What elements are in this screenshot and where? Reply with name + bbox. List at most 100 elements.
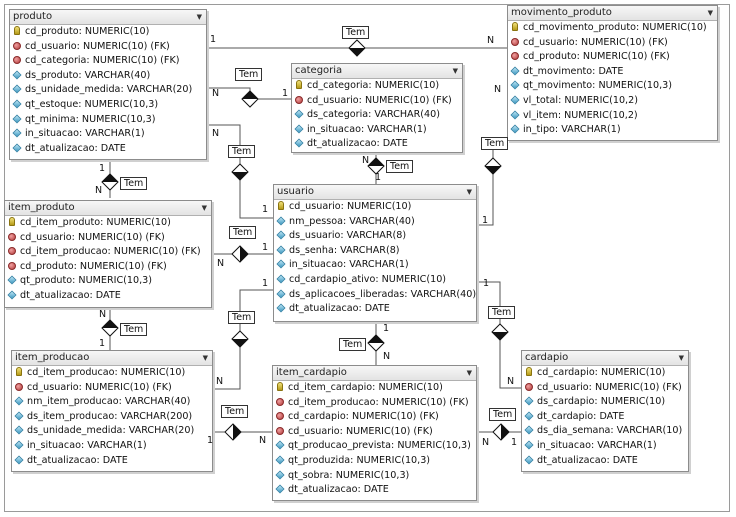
entity-field[interactable]: cd_usuario: NUMERIC(10) (FK) (5, 231, 211, 246)
entity-field[interactable]: cd_item_cardapio: NUMERIC(10) (273, 381, 476, 396)
entity-field[interactable]: ds_senha: VARCHAR(8) (274, 244, 476, 259)
foreign-key-icon (276, 412, 284, 421)
entity-title[interactable]: produto▼ (10, 10, 206, 25)
entity-field[interactable]: cd_usuario: NUMERIC(10) (FK) (522, 381, 688, 396)
card-usuario-itemcardapio-n: N (383, 351, 391, 362)
dropdown-arrow-icon[interactable]: ▼ (707, 9, 713, 17)
entity-field[interactable]: cd_item_producao: NUMERIC(10) (FK) (273, 396, 476, 411)
entity-field-text: cd_cardapio: NUMERIC(10) (FK) (288, 411, 439, 423)
entity-cardapio[interactable]: cardapio▼cd_cardapio: NUMERIC(10)cd_usua… (521, 350, 689, 472)
entity-field[interactable]: cd_produto: NUMERIC(10) (FK) (5, 260, 211, 275)
entity-item-cardapio[interactable]: item_cardapio▼cd_item_cardapio: NUMERIC(… (272, 365, 477, 501)
entity-field-text: cd_produto: NUMERIC(10) (25, 26, 150, 37)
entity-field[interactable]: cd_usuario: NUMERIC(10) (FK) (508, 36, 717, 51)
entity-title[interactable]: item_cardapio▼ (273, 366, 476, 381)
entity-field-text: ds_cardapio: NUMERIC(10) (537, 396, 666, 408)
dropdown-arrow-icon[interactable]: ▼ (196, 13, 202, 21)
entity-field[interactable]: dt_atualizacao: DATE (292, 137, 462, 152)
entity-field[interactable]: cd_usuario: NUMERIC(10) (FK) (12, 381, 212, 396)
entity-title[interactable]: categoria▼ (292, 64, 462, 79)
attribute-icon (276, 303, 286, 313)
rel-label-usuario-itemproduto: Tem (229, 226, 257, 239)
entity-field[interactable]: ds_item_producao: VARCHAR(200) (12, 410, 212, 425)
entity-title-text: usuario (277, 186, 315, 197)
entity-field[interactable]: nm_pessoa: VARCHAR(40) (274, 215, 476, 230)
entity-field[interactable]: qt_minima: NUMERIC(10,3) (10, 113, 206, 128)
entity-field[interactable]: qt_estoque: NUMERIC(10,3) (10, 98, 206, 113)
entity-field[interactable]: vl_total: NUMERIC(10,2) (508, 94, 717, 109)
entity-field[interactable]: cd_item_producao: NUMERIC(10) (12, 366, 212, 381)
entity-field[interactable]: ds_unidade_medida: VARCHAR(20) (12, 424, 212, 439)
entity-field[interactable]: cd_usuario: NUMERIC(10) (274, 200, 476, 215)
entity-field[interactable]: qt_produto: NUMERIC(10,3) (5, 274, 211, 289)
entity-field[interactable]: dt_cardapio: DATE (522, 410, 688, 425)
entity-field-text: cd_usuario: NUMERIC(10) (FK) (307, 94, 452, 106)
entity-field[interactable]: ds_usuario: VARCHAR(8) (274, 229, 476, 244)
entity-field[interactable]: in_situacao: VARCHAR(1) (274, 258, 476, 273)
attribute-icon (12, 143, 22, 153)
entity-field[interactable]: in_situacao: VARCHAR(1) (522, 439, 688, 454)
entity-field[interactable]: vl_item: NUMERIC(10,2) (508, 109, 717, 124)
dropdown-arrow-icon[interactable]: ▼ (202, 354, 208, 362)
entity-field[interactable]: cd_item_produto: NUMERIC(10) (5, 216, 211, 231)
entity-field[interactable]: qt_produzida: NUMERIC(10,3) (273, 454, 476, 469)
entity-field[interactable]: ds_cardapio: NUMERIC(10) (522, 395, 688, 410)
entity-field[interactable]: cd_usuario: NUMERIC(10) (FK) (10, 40, 206, 55)
entity-field[interactable]: ds_unidade_medida: VARCHAR(20) (10, 83, 206, 98)
entity-field[interactable]: qt_movimento: NUMERIC(10,3) (508, 79, 717, 94)
dropdown-arrow-icon[interactable]: ▼ (466, 369, 472, 377)
entity-field[interactable]: dt_atualizacao: DATE (12, 454, 212, 469)
entity-field[interactable]: cd_produto: NUMERIC(10) (FK) (508, 50, 717, 65)
entity-field[interactable]: cd_usuario: NUMERIC(10) (FK) (292, 94, 462, 109)
dropdown-arrow-icon[interactable]: ▼ (678, 354, 684, 362)
entity-field[interactable]: qt_producao_prevista: NUMERIC(10,3) (273, 439, 476, 454)
rel-label-usuario-movimento: Tem (481, 137, 509, 150)
entity-field[interactable]: in_situacao: VARCHAR(1) (10, 127, 206, 142)
entity-field[interactable]: cd_categoria: NUMERIC(10) (292, 79, 462, 94)
entity-item-produto[interactable]: item_produto▼cd_item_produto: NUMERIC(10… (4, 200, 212, 308)
entity-item-producao[interactable]: item_producao▼cd_item_producao: NUMERIC(… (11, 350, 213, 472)
entity-field[interactable]: ds_categoria: VARCHAR(40) (292, 108, 462, 123)
card-produto-movimento-n: N (487, 35, 495, 46)
entity-field[interactable]: nm_item_producao: VARCHAR(40) (12, 395, 212, 410)
entity-field[interactable]: cd_cardapio: NUMERIC(10) (522, 366, 688, 381)
entity-title[interactable]: usuario ▼ (274, 185, 476, 200)
entity-title[interactable]: item_produto▼ (5, 201, 211, 216)
entity-movimento-produto[interactable]: movimento_produto▼cd_movimento_produto: … (507, 5, 718, 141)
entity-usuario[interactable]: usuario ▼ cd_usuario: NUMERIC(10)nm_pessoa… (273, 184, 477, 322)
entity-field[interactable]: cd_item_producao: NUMERIC(10) (FK) (5, 245, 211, 260)
entity-field[interactable]: cd_cardapio_ativo: NUMERIC(10) (274, 273, 476, 288)
entity-field[interactable]: ds_aplicacoes_liberadas: VARCHAR(40) (274, 288, 476, 303)
primary-key-icon (14, 26, 20, 35)
entity-title[interactable]: movimento_produto▼ (508, 6, 717, 21)
entity-field[interactable]: cd_produto: NUMERIC(10) (10, 25, 206, 40)
entity-produto[interactable]: produto▼cd_produto: NUMERIC(10) cd_usuari… (9, 9, 207, 160)
entity-field[interactable]: dt_atualizacao: DATE (522, 454, 688, 469)
entity-field[interactable]: cd_cardapio: NUMERIC(10) (FK) (273, 410, 476, 425)
entity-field[interactable]: cd_categoria: NUMERIC(10) (FK) (10, 54, 206, 69)
entity-title[interactable]: cardapio▼ (522, 351, 688, 366)
entity-field[interactable]: dt_atualizacao: DATE (274, 302, 476, 317)
dropdown-arrow-icon[interactable]: ▼ (466, 188, 472, 196)
entity-field[interactable]: cd_movimento_produto: NUMERIC(10) (508, 21, 717, 36)
entity-field[interactable]: in_tipo: VARCHAR(1) (508, 123, 717, 138)
dropdown-arrow-icon[interactable]: ▼ (452, 67, 458, 75)
rel-label-usuario-categoria: Tem (386, 160, 414, 173)
entity-categoria[interactable]: categoria▼cd_categoria: NUMERIC(10)cd_us… (291, 63, 463, 153)
entity-title[interactable]: item_producao▼ (12, 351, 212, 366)
dropdown-arrow-icon[interactable]: ▼ (201, 204, 207, 212)
attribute-icon (524, 440, 534, 450)
entity-field[interactable]: qt_sobra: NUMERIC(10,3) (273, 469, 476, 484)
entity-field[interactable]: dt_atualizacao: DATE (10, 142, 206, 157)
entity-field[interactable]: ds_produto: VARCHAR(40) (10, 69, 206, 84)
entity-field[interactable]: dt_movimento: DATE (508, 65, 717, 80)
entity-field[interactable]: in_situacao: VARCHAR(1) (12, 439, 212, 454)
entity-field[interactable]: dt_atualizacao: DATE (5, 289, 211, 304)
entity-field[interactable]: ds_dia_semana: VARCHAR(10) (522, 424, 688, 439)
card-produto-usuario-n: N (212, 128, 220, 139)
entity-field[interactable]: dt_atualizacao: DATE (273, 483, 476, 498)
entity-field[interactable]: cd_usuario: NUMERIC(10) (FK) (273, 425, 476, 440)
attribute-icon (275, 470, 285, 480)
attribute-icon (524, 425, 534, 435)
entity-field[interactable]: in_situacao: VARCHAR(1) (292, 123, 462, 138)
